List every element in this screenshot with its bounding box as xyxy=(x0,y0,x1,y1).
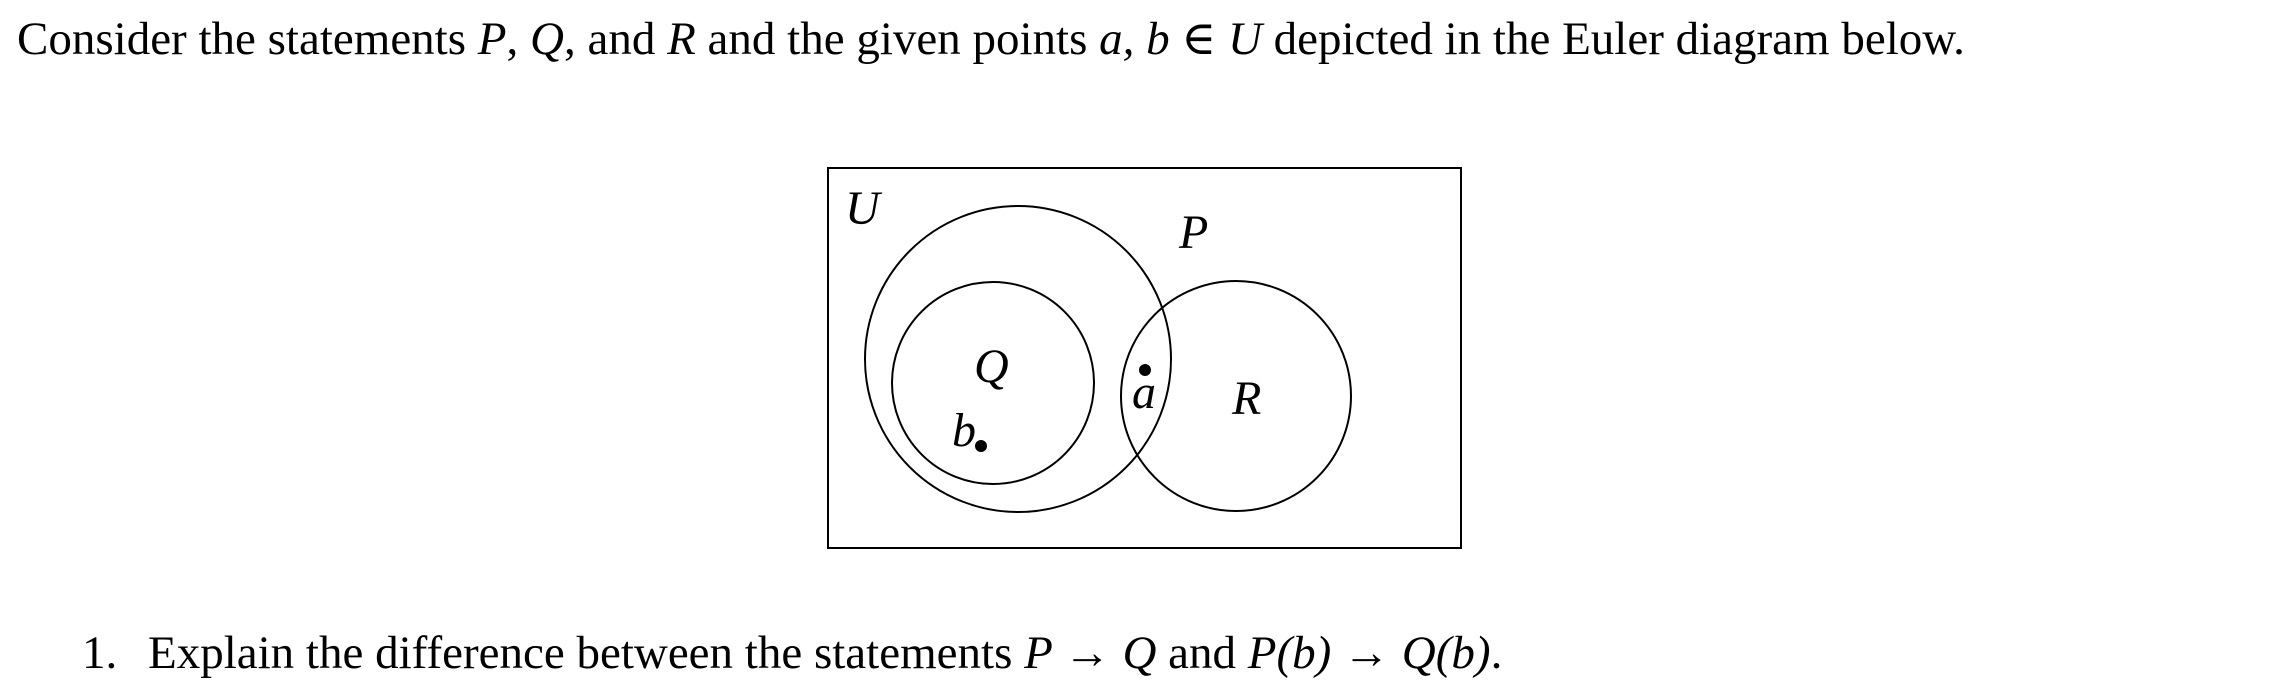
math-R: R xyxy=(667,13,696,65)
point-b-dot xyxy=(975,440,987,452)
math-implication-1: P → Q xyxy=(1024,627,1157,679)
set-Q-circle xyxy=(891,281,1095,485)
question-number: 1. xyxy=(82,627,118,679)
question-text-2: and xyxy=(1156,627,1248,679)
set-Q-label: Q xyxy=(974,340,1009,393)
math-points: a, b ∈ U xyxy=(1099,13,1262,65)
math-Q: Q xyxy=(530,13,564,65)
math-implication-2: P(b) → Q(b) xyxy=(1247,627,1491,679)
intro-sep-1: , xyxy=(506,13,530,65)
set-P-circle xyxy=(864,205,1172,513)
question-text-3: . xyxy=(1490,627,1503,679)
set-R-label: R xyxy=(1231,372,1261,425)
intro-text-3: depicted in the Euler diagram below. xyxy=(1261,13,1965,65)
intro-text-2: and the given points xyxy=(695,13,1100,65)
math-P: P xyxy=(477,13,507,65)
point-a-dot xyxy=(1139,364,1151,376)
set-R-circle xyxy=(1120,280,1352,512)
set-P-label: P xyxy=(1178,206,1208,259)
universe-rectangle xyxy=(827,167,1462,549)
universe-label: U xyxy=(845,182,883,235)
intro-text-1: Consider the statements xyxy=(17,13,478,65)
question-text-1: Explain the difference between the state… xyxy=(148,627,1025,679)
intro-sep-2: , and xyxy=(563,13,668,65)
problem-statement: Consider the statements P, Q, and R and … xyxy=(17,6,2277,72)
point-a-label: a xyxy=(1132,366,1156,419)
question-1: 1. Explain the difference between the sta… xyxy=(82,620,1502,686)
point-b-label: b xyxy=(952,404,976,457)
